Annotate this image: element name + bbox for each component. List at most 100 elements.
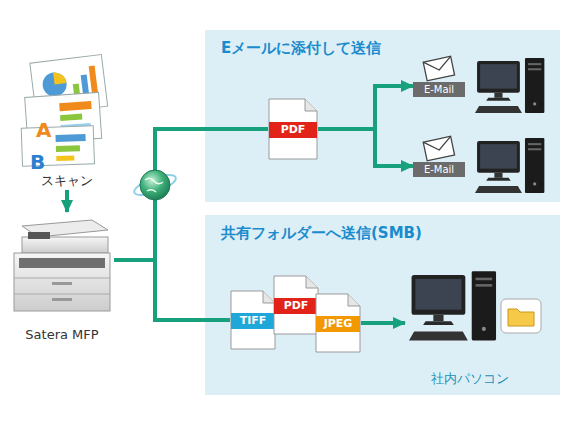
graphic-part [475, 186, 522, 193]
graphic-part [14, 278, 110, 279]
graphic-part [56, 155, 74, 161]
envelope-icon [415, 135, 463, 163]
graphic-part [52, 298, 72, 301]
graphic-part [306, 276, 318, 288]
computer-icon [475, 57, 547, 115]
graphic-part [412, 275, 466, 315]
device-label: 社内パソコン [405, 370, 535, 388]
panel-title: Eメールに添付して送信 [221, 39, 381, 58]
graphic-part [348, 294, 360, 306]
graphic-part [482, 327, 486, 331]
graphic-part [476, 278, 493, 281]
graphic-part [533, 102, 536, 105]
globe-icon [140, 170, 170, 200]
graphic-part [528, 63, 541, 65]
format-label: PDF [274, 298, 318, 314]
graphic-part [28, 232, 50, 239]
mail-label: E-Mail [413, 162, 465, 177]
doc-node: PDF [273, 275, 319, 335]
graphic-part [423, 136, 454, 160]
mail-node: E-Mail [413, 135, 548, 197]
graphic-part [480, 144, 517, 168]
graphic-part [475, 58, 544, 113]
format-label: PDF [269, 122, 317, 138]
graphic-part [409, 271, 496, 340]
connector-line [318, 129, 413, 166]
graphic-part [477, 141, 520, 173]
graphic-part [60, 114, 82, 122]
graphic-part [423, 56, 454, 80]
graphic-part [423, 136, 453, 153]
group-panel: 共有フォルダーへ送信(SMB)TIFFPDFJPEG社内パソコン [205, 215, 560, 395]
graphic-part [480, 64, 517, 88]
graphic-part [525, 58, 544, 113]
graphic-part [415, 279, 461, 310]
illustration-letter: B [30, 150, 45, 174]
graphic-part [55, 134, 85, 142]
doc-node: TIFF [230, 290, 276, 350]
device-label: Satera MFP [10, 327, 114, 342]
graphic-part [52, 282, 72, 285]
format-label: TIFF [231, 313, 275, 329]
doc-node: PDF [268, 98, 318, 160]
graphic-part [22, 237, 108, 253]
connector-line [361, 321, 405, 325]
graphic-part [494, 173, 502, 178]
graphic-part [533, 182, 536, 185]
graphic-part [305, 99, 317, 111]
graphic-part [423, 56, 454, 80]
format-label: JPEG [316, 316, 360, 332]
mfp-illustration [10, 212, 114, 312]
graphic-part [274, 276, 318, 334]
globe-land [145, 178, 163, 192]
graphic-part [56, 145, 80, 152]
graphic-part [423, 321, 454, 325]
graphic-part [528, 68, 541, 70]
connector-line [318, 86, 413, 129]
device-label: スキャン [12, 172, 122, 190]
graphic-part [528, 148, 541, 150]
pc-node: 社内パソコン [405, 270, 545, 388]
globe-orbit [132, 171, 178, 199]
graphic-part [501, 299, 541, 333]
connector-line [114, 260, 230, 320]
illustration-letter: A [36, 118, 51, 142]
group-panel: Eメールに添付して送信PDFE-MailE-Mail [205, 30, 560, 202]
graphic-part [423, 56, 453, 73]
graphic-part [409, 331, 468, 340]
graphic-part [53, 71, 66, 84]
graphic-part [472, 271, 496, 340]
mail-node: E-Mail [413, 55, 548, 117]
graphic-part [231, 291, 275, 349]
graphic-part [475, 106, 522, 113]
connector-line [114, 129, 268, 260]
graphic-part [14, 253, 110, 311]
graphic-part [14, 294, 110, 295]
graphic-part [19, 258, 105, 268]
graphic-part [59, 101, 91, 111]
graphic-part [476, 284, 493, 287]
graphic-part [423, 136, 454, 160]
scan-node: スキャン [12, 55, 122, 190]
graphic-part [269, 99, 317, 159]
scanned-pages [12, 55, 122, 167]
folder-icon [500, 298, 544, 336]
graphic-part [525, 138, 544, 193]
graphic-part [494, 93, 502, 98]
computer-icon [475, 137, 547, 195]
graphic-part [433, 315, 443, 321]
computer-icon [409, 270, 499, 346]
graphic-part [475, 138, 544, 193]
graphic-part [316, 294, 360, 352]
graphic-part [486, 98, 510, 101]
graphic-part [486, 178, 510, 181]
mail-label: E-Mail [413, 82, 465, 97]
graphic-part [477, 61, 520, 93]
mfp-node: Satera MFP [10, 212, 114, 342]
graphic-part [41, 71, 68, 98]
doc-node: JPEG [315, 293, 361, 353]
connector-line [65, 190, 69, 212]
graphic-part [508, 309, 534, 326]
